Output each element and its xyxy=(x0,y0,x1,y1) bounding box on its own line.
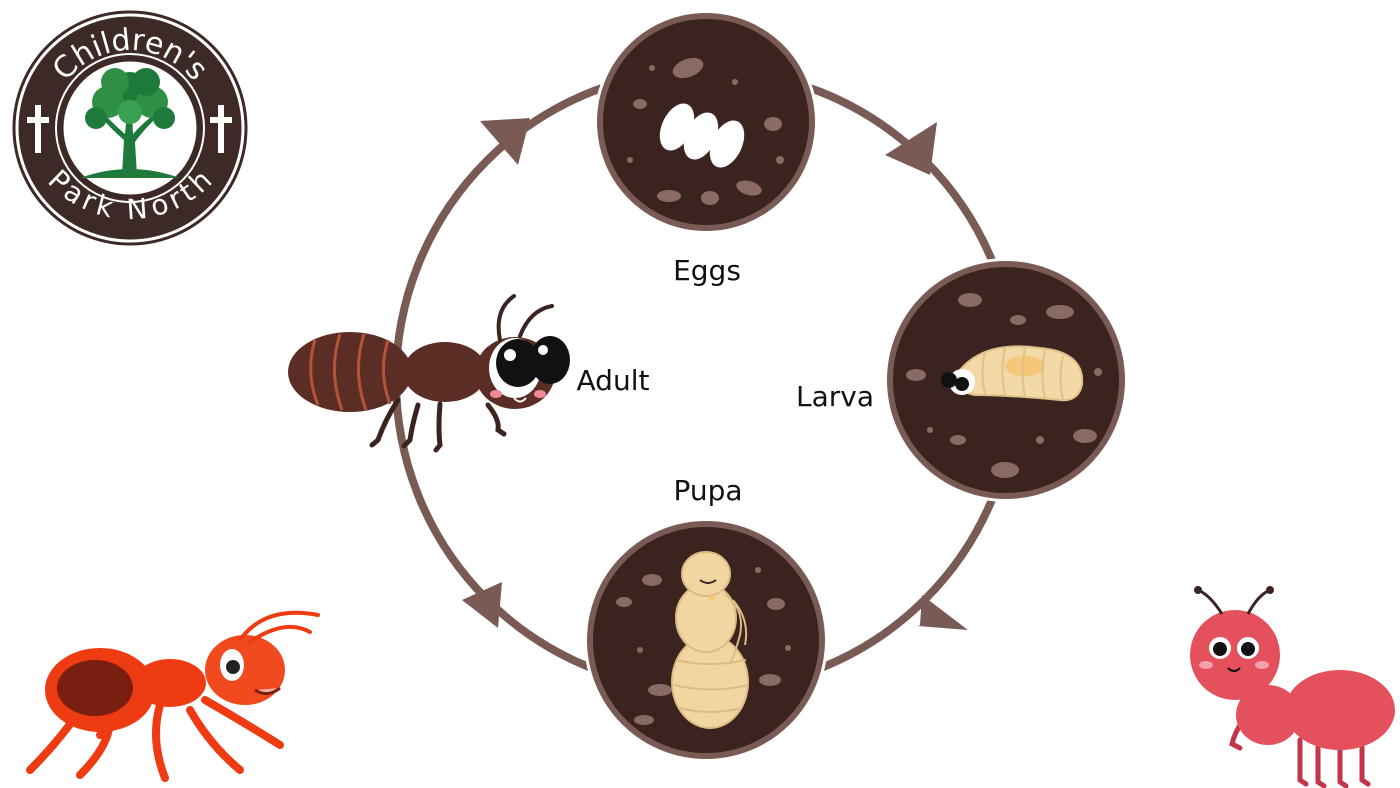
eggs-icon xyxy=(659,103,745,168)
pink-ant-illustration-icon xyxy=(1190,586,1395,788)
arrow-eggs-to-larva-icon xyxy=(885,122,937,175)
adult-label: Adult xyxy=(577,364,650,397)
red-ant-illustration-icon xyxy=(26,610,320,782)
eggs-node xyxy=(594,10,818,234)
pupa-label: Pupa xyxy=(673,474,742,507)
larva-node xyxy=(884,258,1128,502)
arrow-adult-to-eggs-icon xyxy=(480,118,530,165)
arrow-larva-to-pupa-icon xyxy=(918,595,968,630)
arrow-pupa-to-adult-icon xyxy=(462,582,502,628)
tree-icon xyxy=(80,68,180,178)
school-logo: Children's Park North xyxy=(12,10,248,246)
larva-icon xyxy=(941,345,1084,402)
cross-right-icon xyxy=(210,105,232,153)
eggs-label: Eggs xyxy=(673,254,741,287)
cross-left-icon xyxy=(27,105,49,153)
pupa-node xyxy=(584,518,828,762)
adult-ant-icon xyxy=(288,294,570,453)
larva-label: Larva xyxy=(796,380,874,413)
pupa-icon xyxy=(671,551,749,729)
